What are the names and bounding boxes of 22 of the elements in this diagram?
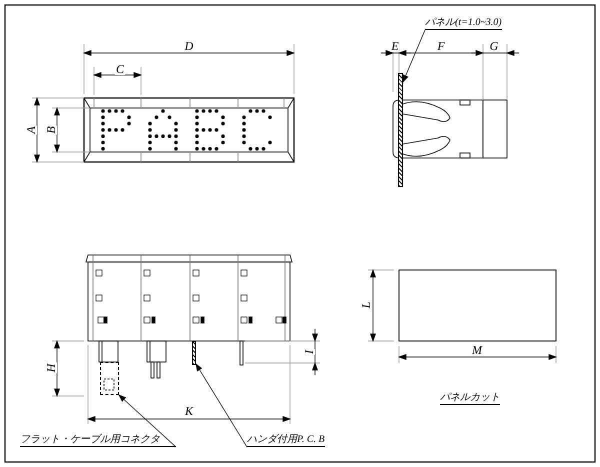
dimension-label: K bbox=[184, 405, 194, 417]
dimension-label: E bbox=[390, 40, 400, 52]
dimension-label: G bbox=[488, 40, 500, 52]
leader-line bbox=[402, 30, 426, 83]
dimension-label: A bbox=[25, 125, 37, 135]
dimension-label: L bbox=[360, 300, 372, 310]
dimension-label: C bbox=[115, 63, 125, 75]
dimension-label: I bbox=[303, 349, 315, 355]
leader-line bbox=[195, 363, 248, 448]
dimension-label: H bbox=[45, 362, 57, 374]
view-caption: パネルカット bbox=[440, 393, 500, 405]
dimension-label: B bbox=[45, 125, 57, 135]
callout-label: ハンダ付用P. C. B bbox=[247, 434, 325, 447]
solder-pin bbox=[192, 341, 196, 365]
callout-label: パネル(t=1.0~3.0) bbox=[425, 17, 502, 30]
panel-section bbox=[398, 73, 403, 187]
leader-line bbox=[118, 394, 176, 448]
cable-connector-outline bbox=[100, 362, 119, 395]
dimension-label: M bbox=[471, 344, 483, 356]
dimension-label: F bbox=[436, 40, 446, 52]
callout-label: フラット・ケーブル用コネクタ bbox=[20, 434, 176, 447]
dimension-label: D bbox=[184, 40, 194, 52]
